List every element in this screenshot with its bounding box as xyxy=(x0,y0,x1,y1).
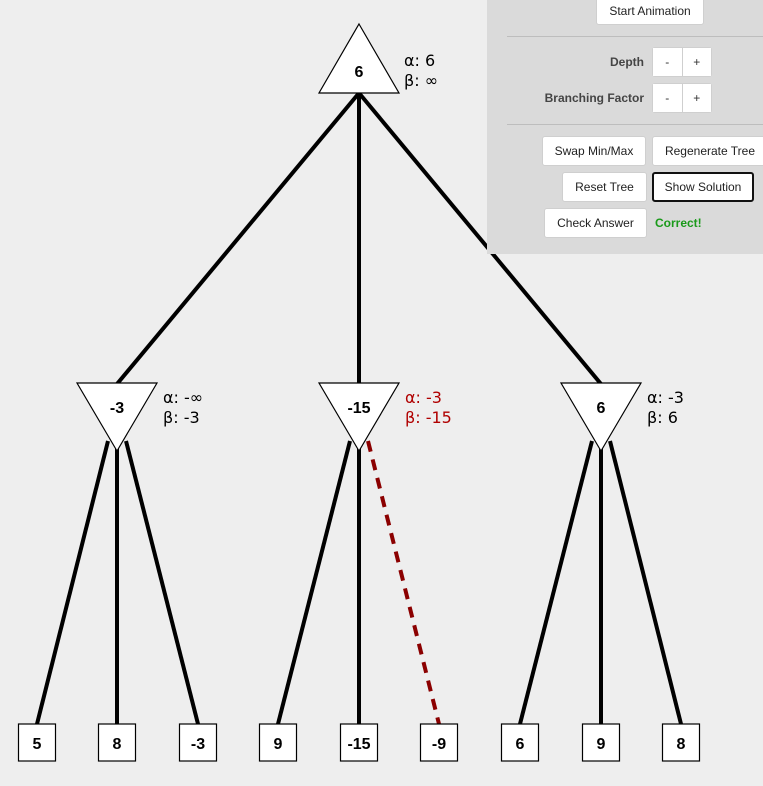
min-node-triangle xyxy=(317,382,401,453)
leaf-node-value: 8 xyxy=(677,736,686,753)
depth-decrease-button[interactable]: - xyxy=(653,48,683,76)
panel-divider xyxy=(507,36,763,37)
leaf-node-value: -3 xyxy=(191,736,205,753)
leaf-node-value: 8 xyxy=(113,736,122,753)
check-answer-button[interactable]: Check Answer xyxy=(544,208,647,238)
min-node-value: -15 xyxy=(347,400,370,417)
child-to-leaf-edge xyxy=(35,440,110,725)
leaf-node-box xyxy=(339,723,379,762)
regenerate-tree-button[interactable]: Regenerate Tree xyxy=(652,136,763,166)
leaf-node-box xyxy=(97,723,137,762)
max-node-triangle xyxy=(317,22,401,94)
min-node-triangle xyxy=(559,382,643,453)
leaf-node-box xyxy=(419,723,459,762)
control-panel: Start Animation Depth - + Branching Fact… xyxy=(487,0,763,254)
reset-tree-button[interactable]: Reset Tree xyxy=(562,172,647,202)
min-node-value: 6 xyxy=(597,400,606,417)
root-to-child-edge xyxy=(357,91,603,386)
branching-factor-label: Branching Factor xyxy=(544,91,644,105)
depth-increase-button[interactable]: + xyxy=(682,48,711,76)
answer-status-text: Correct! xyxy=(655,216,702,230)
child-to-leaf-edge xyxy=(276,440,352,725)
leaf-node-box xyxy=(178,723,218,762)
root-alpha-label: α: 6 xyxy=(404,51,435,70)
min-node-beta-label: β: -3 xyxy=(163,408,200,427)
panel-divider xyxy=(507,124,763,125)
leaf-node-box xyxy=(661,723,701,762)
show-solution-button[interactable]: Show Solution xyxy=(652,172,754,202)
leaf-node-value: 6 xyxy=(516,736,525,753)
tree-edges xyxy=(35,91,683,725)
leaf-node-value: 9 xyxy=(274,736,283,753)
leaf-node-box xyxy=(17,723,57,762)
child-to-leaf-edge xyxy=(124,440,200,725)
branching-factor-stepper: - + xyxy=(652,83,712,113)
child-to-leaf-edge xyxy=(608,440,683,725)
branching-increase-button[interactable]: + xyxy=(682,84,711,112)
min-node-value: -3 xyxy=(110,400,124,417)
root-beta-label: β: ∞ xyxy=(404,71,438,90)
min-node-beta-label: β: 6 xyxy=(647,408,678,427)
leaf-node-value: 9 xyxy=(597,736,606,753)
root-node-value: 6 xyxy=(355,64,364,81)
min-node-alpha-label: α: -3 xyxy=(405,388,442,407)
min-node-alpha-label: α: -3 xyxy=(647,388,684,407)
swap-minmax-button[interactable]: Swap Min/Max xyxy=(542,136,646,166)
leaf-node-value: -15 xyxy=(347,736,370,753)
min-node-beta-label: β: -15 xyxy=(405,408,452,427)
leaf-node-value: -9 xyxy=(432,736,446,753)
depth-label: Depth xyxy=(610,55,644,69)
leaf-node-box xyxy=(581,723,621,762)
child-to-leaf-edge xyxy=(518,440,594,725)
leaf-node-box xyxy=(500,723,540,762)
start-animation-button[interactable]: Start Animation xyxy=(596,0,704,25)
leaf-node-value: 5 xyxy=(33,736,42,753)
min-node-triangle xyxy=(75,382,159,453)
branching-decrease-button[interactable]: - xyxy=(653,84,683,112)
root-to-child-edge xyxy=(115,91,361,386)
pruned-edge xyxy=(366,440,441,725)
min-node-alpha-label: α: -∞ xyxy=(163,388,203,407)
leaf-node-box xyxy=(258,723,298,762)
depth-stepper: - + xyxy=(652,47,712,77)
